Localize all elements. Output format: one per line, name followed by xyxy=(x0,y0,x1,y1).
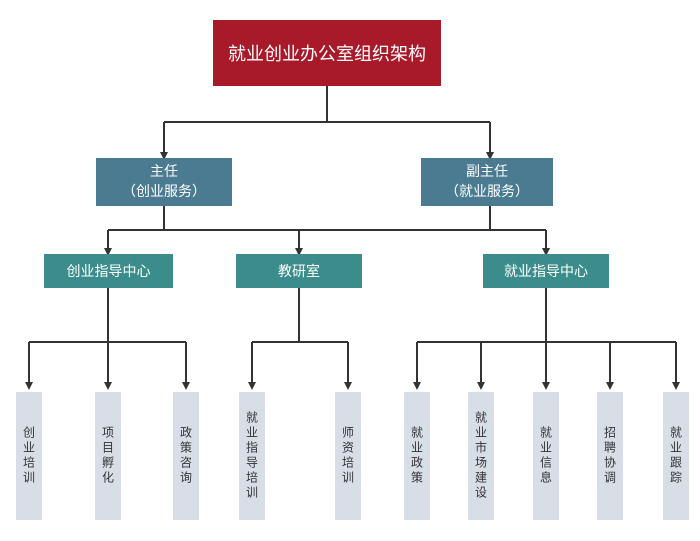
leaf-label: 就业信息 xyxy=(538,426,553,486)
department-label: 创业指导中心 xyxy=(66,264,151,280)
leaf-node: 项目孵化 xyxy=(95,392,121,520)
department-node-employment: 就业指导中心 xyxy=(483,254,609,288)
manager-title: 副主任 xyxy=(466,164,508,180)
leaf-node: 创业培训 xyxy=(16,392,42,520)
leaf-node: 就业跟踪 xyxy=(663,392,689,520)
leaf-label: 招聘协调 xyxy=(602,426,617,486)
department-node-entrepreneurship: 创业指导中心 xyxy=(44,254,173,288)
leaf-label: 师资培训 xyxy=(340,426,355,486)
leaf-label: 就业指导培训 xyxy=(244,411,259,501)
leaf-label: 政策咨询 xyxy=(178,426,193,486)
manager-subtitle: （创业服务） xyxy=(122,184,206,200)
leaf-node: 就业信息 xyxy=(533,392,559,520)
leaf-node: 就业政策 xyxy=(404,392,430,520)
leaf-node: 师资培训 xyxy=(335,392,361,520)
department-label: 教研室 xyxy=(278,264,320,280)
leaf-node: 政策咨询 xyxy=(173,392,199,520)
leaf-label: 就业市场建设 xyxy=(473,411,488,501)
department-label: 就业指导中心 xyxy=(504,264,588,280)
manager-node-deputy: 副主任 （就业服务） xyxy=(421,158,553,206)
leaf-label: 项目孵化 xyxy=(100,426,115,486)
leaf-label: 就业跟踪 xyxy=(668,426,683,486)
leaf-node: 招聘协调 xyxy=(597,392,623,520)
manager-title: 主任 xyxy=(150,164,178,180)
manager-node-director: 主任 （创业服务） xyxy=(96,158,232,206)
leaf-label: 创业培训 xyxy=(21,426,36,486)
root-label: 就业创业办公室组织架构 xyxy=(228,44,426,65)
leaf-node: 就业指导培训 xyxy=(239,392,265,520)
manager-subtitle: （就业服务） xyxy=(445,184,529,200)
root-node: 就业创业办公室组织架构 xyxy=(213,20,441,86)
leaf-node: 就业市场建设 xyxy=(468,392,494,520)
department-node-teaching: 教研室 xyxy=(236,254,362,288)
leaf-label: 就业政策 xyxy=(409,426,424,486)
